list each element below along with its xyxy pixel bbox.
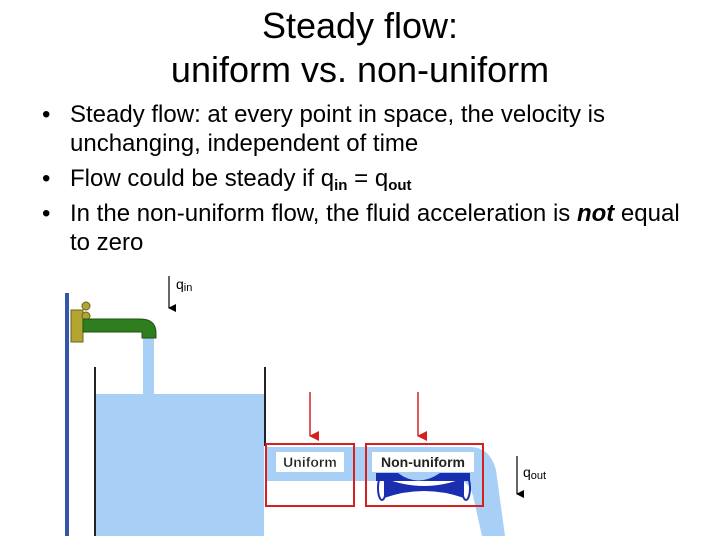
uniform-section-box xyxy=(265,443,355,507)
bullet-text: equal to zero xyxy=(70,200,680,256)
bullet-text: Steady flow: at every point in space, th… xyxy=(70,101,605,157)
q-out-label: qout xyxy=(523,464,546,482)
tank-water xyxy=(96,394,264,536)
constriction-throat xyxy=(384,478,464,498)
q-in-label: qin xyxy=(176,276,192,294)
nonuniform-constriction xyxy=(376,473,470,481)
bullet-text: Flow could be steady if q xyxy=(70,165,335,192)
emphasis-not: not xyxy=(576,200,615,227)
inflow-stream xyxy=(143,336,154,394)
title-line-2: uniform vs. non-uniform xyxy=(170,49,550,90)
bullet-steady-condition: Flow could be steady if qin = qout xyxy=(42,164,682,193)
tap-icon xyxy=(70,301,157,343)
subscript-out: out xyxy=(388,177,412,194)
nonuniform-label-bg xyxy=(372,452,474,472)
nonuniform-section-box xyxy=(365,443,484,507)
q-in-sub: in xyxy=(184,282,193,294)
left-wall xyxy=(65,293,69,536)
bullet-list: Steady flow: at every point in space, th… xyxy=(42,100,682,263)
bullet-text: = q xyxy=(347,165,389,192)
nonuniform-label: Non-uniform xyxy=(381,454,465,470)
bullet-acceleration: In the non-uniform flow, the fluid accel… xyxy=(42,199,682,257)
bullet-steady-flow: Steady flow: at every point in space, th… xyxy=(42,100,682,158)
q-out-sub: out xyxy=(531,470,546,482)
tank-outline xyxy=(94,367,266,536)
q-in-base: q xyxy=(176,276,184,292)
title-line-1: Steady flow: xyxy=(261,5,459,46)
uniform-label: Uniform xyxy=(283,454,337,470)
subscript-in: in xyxy=(334,177,348,194)
slide-title: Steady flow: uniform vs. non-uniform xyxy=(0,4,720,92)
uniform-label-bg xyxy=(276,452,344,472)
q-out-base: q xyxy=(523,464,531,480)
bullet-text: In the non-uniform flow, the fluid accel… xyxy=(70,200,577,227)
